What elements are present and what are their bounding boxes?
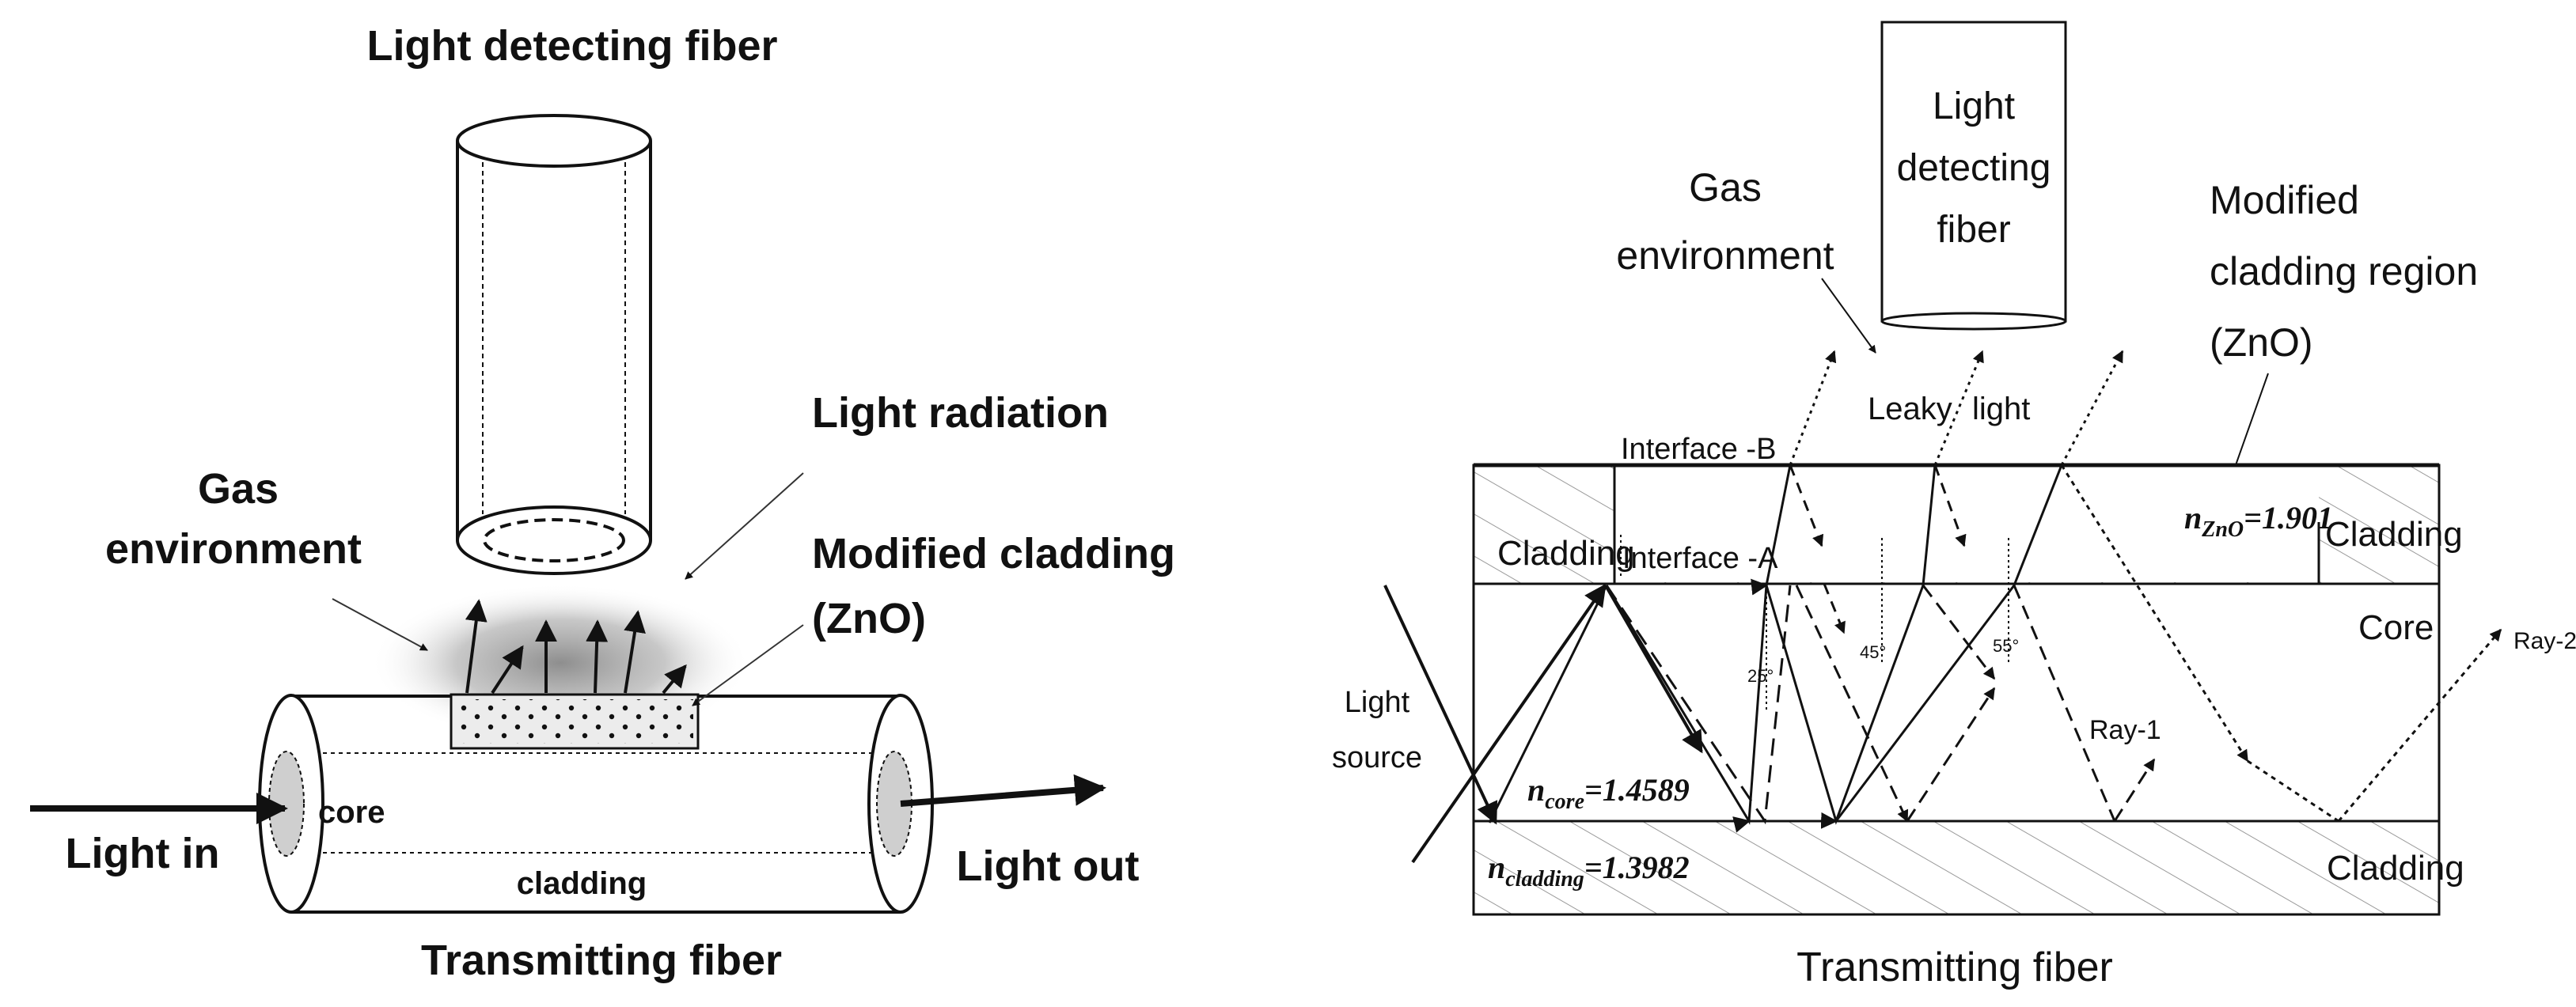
right-source-label-2: source [1332, 741, 1422, 774]
right-angle-55: 55° [1993, 636, 2019, 656]
right-interface-b-label: Interface -B [1621, 433, 1776, 466]
right-modified-label-3: (ZnO) [2210, 320, 2313, 365]
left-core-label: core [318, 795, 385, 830]
left-light-out-label: Light out [957, 842, 1140, 890]
left-panel: Light detecting fiber [30, 22, 1175, 984]
left-gas-label-1: Gas [198, 465, 279, 513]
left-light-out-arrow [900, 774, 1106, 807]
left-zno-dots [457, 699, 693, 744]
right-n-zno: nZnO=1.901 [2184, 500, 2333, 542]
right-panel: Light detecting fiber Gas environment Mo… [1332, 21, 2576, 990]
right-core-label: Core [2358, 608, 2434, 647]
right-leaky-label: Leaky [1868, 392, 1952, 426]
right-cladding-top-right: Cladding [2325, 515, 2463, 554]
right-detector-line-3: fiber [1937, 209, 2010, 251]
left-detector-label: Light detecting fiber [367, 22, 778, 70]
right-detector-line-1: Light [1933, 85, 2015, 127]
right-n-cladding: ncladding=1.3982 [1488, 850, 1690, 892]
right-gas-pointer [1821, 278, 1876, 354]
right-core [1472, 582, 2441, 823]
left-modified-label-2: (ZnO) [812, 595, 926, 642]
right-gas-label-2: environment [1616, 233, 1834, 278]
right-angle-25: 25° [1747, 666, 1774, 686]
right-light-label: light [1972, 392, 2030, 426]
left-cladding-label: cladding [517, 866, 647, 901]
left-radiation-label: Light radiation [812, 389, 1109, 437]
right-detector-line-2: detecting [1897, 147, 2051, 189]
right-angle-45: 45° [1860, 642, 1886, 662]
right-cladding-bottom: Cladding [2327, 849, 2464, 888]
left-fiber-label: Transmitting fiber [421, 937, 782, 984]
right-gas-label-1: Gas [1689, 165, 1762, 210]
left-gas-label-2: environment [105, 525, 362, 573]
right-source-label-1: Light [1345, 686, 1410, 719]
left-modified-label-1: Modified cladding [812, 530, 1175, 577]
right-fiber-label: Transmitting fiber [1796, 945, 2113, 990]
right-interface-a-label: Interface -A [1622, 542, 1778, 575]
left-radiation-pointer [685, 472, 804, 580]
right-n-core: ncore=1.4589 [1527, 772, 1690, 814]
right-ray2-label: Ray-2 [2513, 628, 2576, 654]
right-detecting-fiber: Light detecting fiber [1880, 21, 2067, 331]
left-modified-pointer [692, 624, 804, 706]
left-detecting-fiber [456, 114, 652, 575]
left-gas-pointer [332, 598, 428, 651]
right-ray1-label: Ray-1 [2089, 715, 2161, 745]
right-modified-label-1: Modified [2210, 178, 2359, 222]
right-rays [1383, 350, 2502, 864]
right-bottom-cladding [1472, 820, 2441, 916]
left-light-in-label: Light in [66, 830, 220, 877]
right-modified-label-2: cladding region [2210, 249, 2478, 293]
right-zno-region [1614, 467, 2319, 582]
left-radiation-arrows [465, 599, 687, 695]
right-cladding-top-left: Cladding [1497, 534, 1635, 573]
